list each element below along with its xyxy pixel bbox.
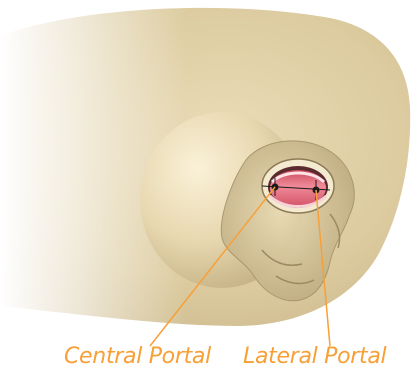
central-portal-label: Central Portal bbox=[64, 343, 211, 371]
lateral-portal-label: Lateral Portal bbox=[243, 343, 386, 371]
